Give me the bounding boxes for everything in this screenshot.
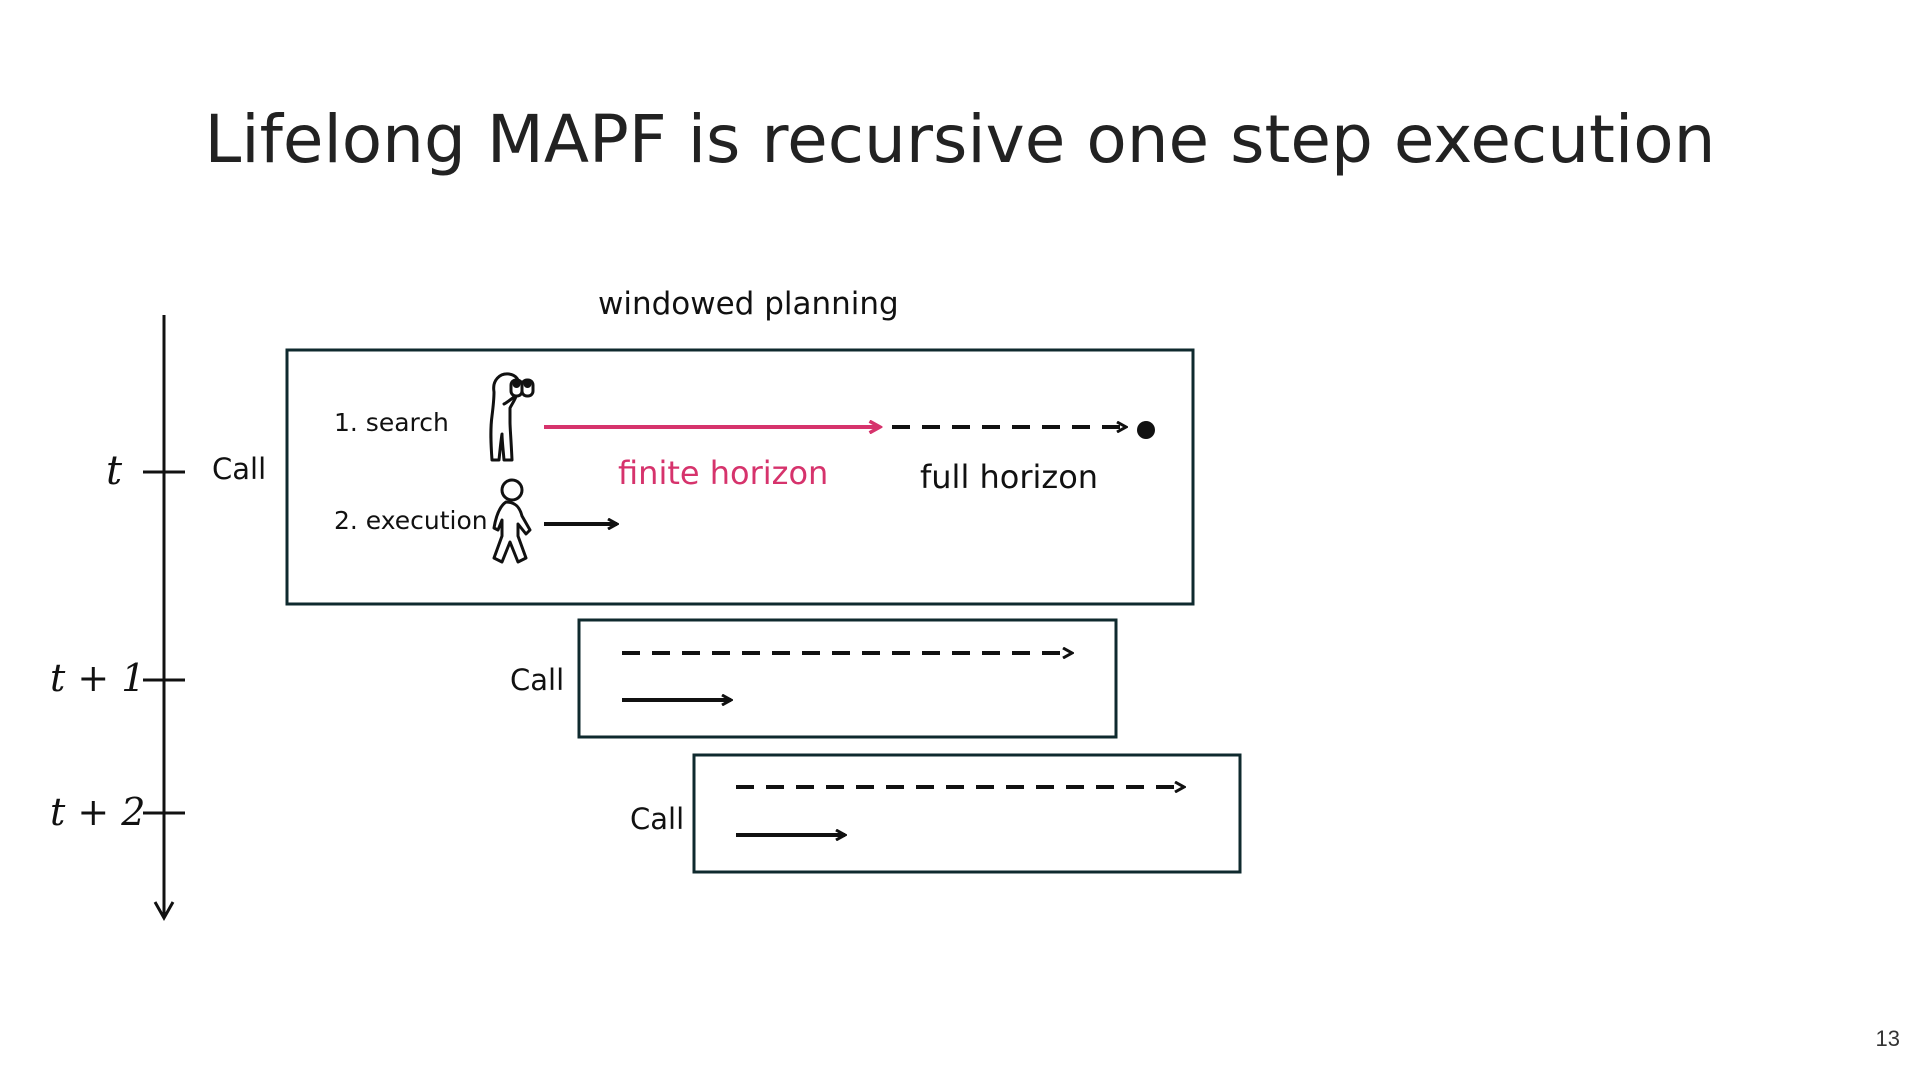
finite-horizon-label: finite horizon	[618, 454, 829, 492]
goal-dot	[1137, 421, 1155, 439]
search-step-label: 1. search	[334, 408, 449, 437]
call-label-t: Call	[212, 452, 267, 486]
full-horizon-label: full horizon	[920, 458, 1099, 496]
page-number: 13	[1875, 1026, 1900, 1051]
call-label-t1: Call	[510, 663, 565, 697]
tick-label-t1: t + 1	[50, 656, 146, 700]
planning-box-third	[692, 753, 1242, 874]
page-title: Lifelong MAPF is recursive one step exec…	[204, 101, 1716, 178]
tick-label-t: t	[106, 448, 123, 494]
binoculars-person-icon	[489, 372, 535, 462]
execution-step-label: 2. execution	[334, 506, 488, 535]
window-label: windowed planning	[598, 286, 899, 322]
planning-box-second	[577, 618, 1118, 739]
timeline-axis	[153, 315, 175, 922]
call-label-t2: Call	[630, 802, 685, 836]
walking-person-icon	[492, 478, 532, 564]
planning-box-main	[285, 348, 1195, 606]
tick-label-t2: t + 2	[50, 790, 146, 834]
